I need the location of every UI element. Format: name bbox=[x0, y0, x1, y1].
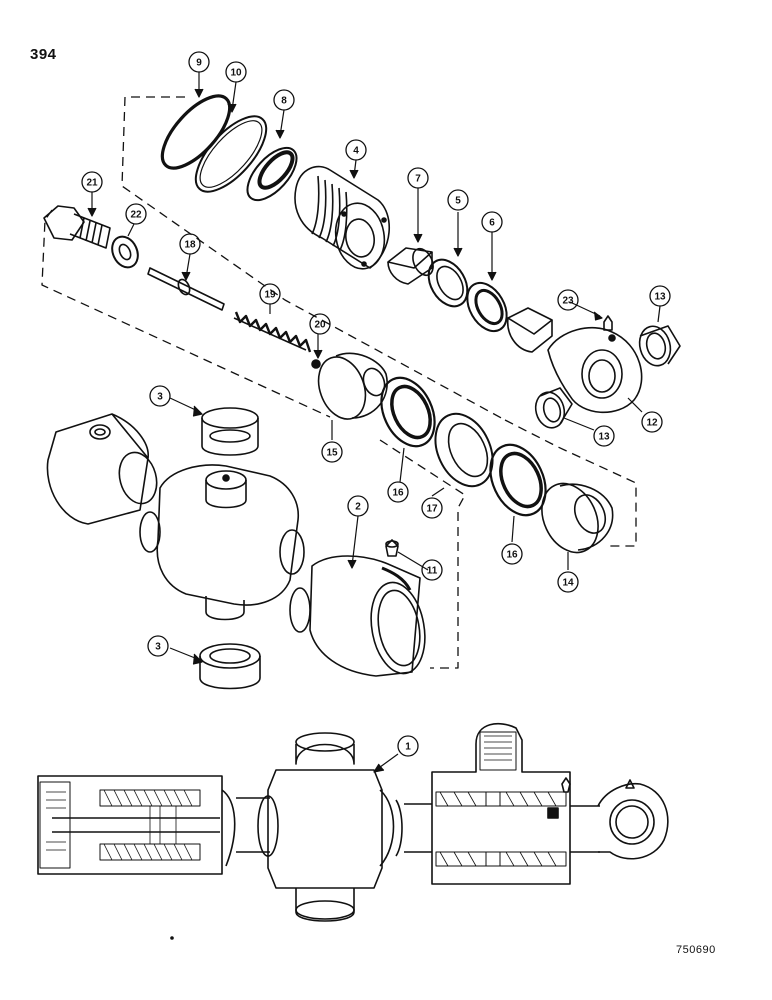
part-23-grease-fitting bbox=[603, 315, 613, 331]
part-6-seal bbox=[466, 281, 508, 333]
callout-circles bbox=[81, 51, 671, 757]
part-9-oring bbox=[160, 94, 232, 170]
callout-15: 15 bbox=[326, 448, 338, 459]
callout-16-left: 16 bbox=[392, 488, 404, 499]
dashed-group-lower bbox=[41, 209, 466, 669]
cylinder-head bbox=[46, 413, 158, 525]
part-16-piston-seal-a bbox=[380, 376, 436, 448]
part-19-spring bbox=[233, 311, 312, 353]
part-22-washer bbox=[111, 235, 139, 269]
callout-20: 20 bbox=[314, 320, 326, 331]
part-3-bushing-upper bbox=[201, 407, 259, 456]
callout-7: 7 bbox=[415, 174, 421, 185]
part-16-piston-seal-b bbox=[489, 443, 547, 517]
callout-13-lower: 13 bbox=[598, 432, 610, 443]
callout-4: 4 bbox=[353, 146, 359, 157]
assembly-rod-right bbox=[395, 799, 432, 857]
part-12-rod-eye bbox=[547, 326, 643, 414]
callout-14: 14 bbox=[562, 578, 574, 589]
part-4-gland bbox=[294, 165, 390, 270]
callout-12: 12 bbox=[646, 418, 658, 429]
callout-2: 2 bbox=[355, 502, 361, 513]
assembly-section-left bbox=[37, 775, 236, 875]
part-8-wiper-seal bbox=[246, 146, 298, 202]
callout-22: 22 bbox=[130, 210, 142, 221]
drawing-number: 750690 bbox=[676, 944, 716, 956]
part-10-backup-ring bbox=[194, 115, 268, 193]
callout-19: 19 bbox=[264, 290, 276, 301]
assembly-rod-left bbox=[236, 795, 279, 857]
dashed-group-upper bbox=[121, 96, 637, 547]
leader-lines bbox=[87, 72, 661, 773]
callout-3-lower: 3 bbox=[155, 642, 161, 653]
callout-10: 10 bbox=[230, 68, 242, 79]
part-14-end-cap bbox=[541, 482, 614, 554]
part-21-bolt bbox=[43, 205, 111, 249]
callout-1: 1 bbox=[405, 742, 411, 753]
part-5-seal bbox=[427, 258, 469, 308]
callout-18: 18 bbox=[184, 240, 196, 251]
part-11-grease-fitting bbox=[385, 539, 399, 557]
trunnion bbox=[139, 464, 305, 621]
assembly-rod-eye bbox=[597, 779, 669, 860]
callout-13-upper: 13 bbox=[654, 292, 666, 303]
callout-6: 6 bbox=[489, 218, 495, 229]
callout-3-upper: 3 bbox=[157, 392, 163, 403]
callout-23: 23 bbox=[562, 296, 574, 307]
callout-labels: 9 10 8 4 7 5 6 21 22 18 19 20 23 13 12 1… bbox=[86, 58, 666, 753]
part-20-ball bbox=[311, 359, 321, 369]
rod-spacer bbox=[507, 307, 553, 353]
callout-8: 8 bbox=[281, 96, 287, 107]
callout-5: 5 bbox=[455, 196, 461, 207]
callout-16-right: 16 bbox=[506, 550, 518, 561]
part-18-pin bbox=[147, 267, 225, 311]
callout-9: 9 bbox=[196, 58, 202, 69]
part-13-bushing-b bbox=[638, 325, 681, 367]
callout-21: 21 bbox=[86, 178, 98, 189]
callout-17: 17 bbox=[426, 504, 438, 515]
callout-11: 11 bbox=[427, 566, 438, 577]
page-number: 394 bbox=[30, 46, 57, 63]
assembly-trunnion bbox=[267, 732, 395, 922]
part-2-barrel bbox=[289, 555, 426, 677]
part-3-bushing-lower bbox=[199, 643, 261, 690]
part-17-wear-ring bbox=[434, 412, 494, 488]
part-15-piston bbox=[317, 352, 388, 420]
assembly-section-right bbox=[431, 722, 600, 885]
part-13-bushing-a bbox=[534, 387, 573, 429]
